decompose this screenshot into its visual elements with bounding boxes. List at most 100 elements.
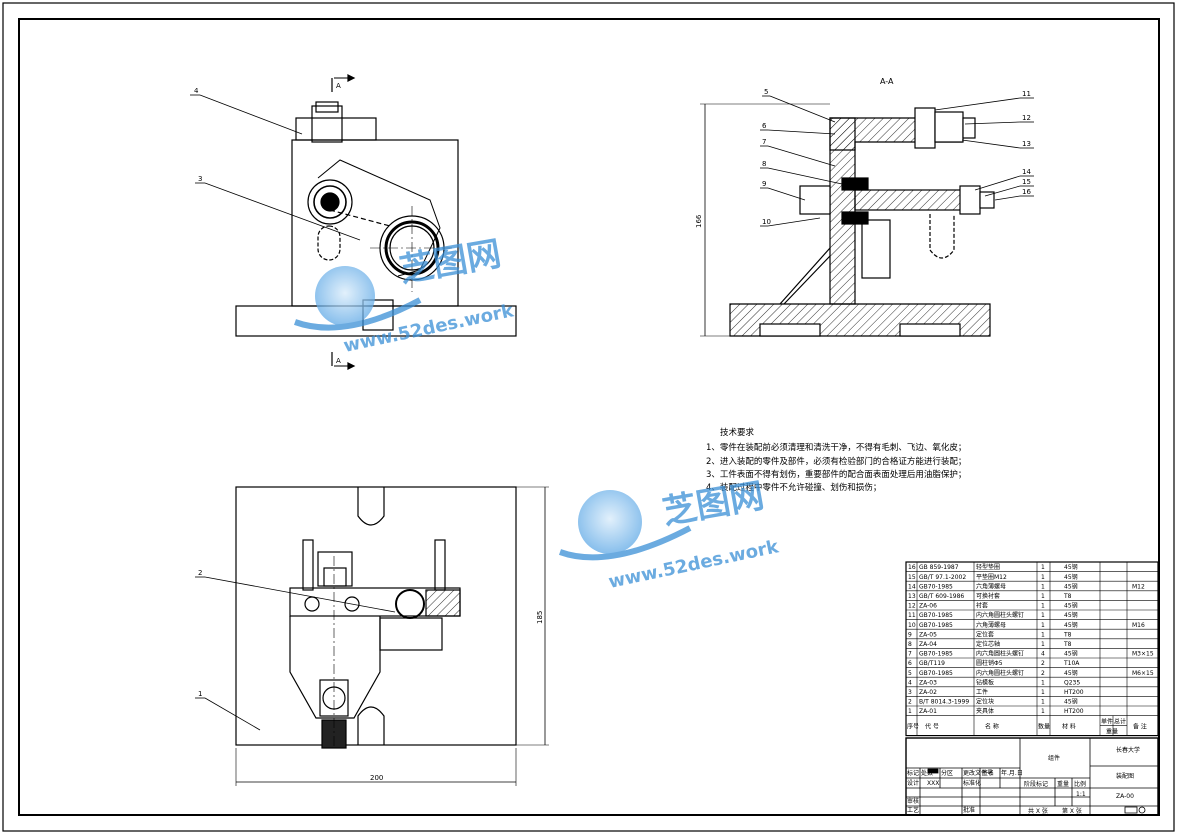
leader-2 [204, 576, 396, 613]
bom-row-no: 6 [908, 660, 912, 667]
bom-header-no: 序号 [907, 723, 919, 731]
bom-row-code: GB70-1985 [919, 583, 953, 590]
bom-row-qty: 1 [1041, 574, 1045, 581]
bom-row-material: 45钢 [1064, 669, 1078, 677]
bom-row-name: 夹具体 [976, 707, 994, 715]
tb-ratio: 比例 [1074, 780, 1086, 788]
bom-row-code: GB/T 609-1986 [919, 593, 964, 600]
bom-row-material: 45钢 [1064, 698, 1078, 706]
bom-row-code: GB70-1985 [919, 622, 953, 629]
bom-row-code: ZA-04 [919, 641, 937, 648]
bom-row-code: GB/T119 [919, 660, 945, 667]
callout-6: 6 [762, 122, 767, 130]
bom-row-qty: 1 [1041, 689, 1045, 696]
bom-header-single: 单件 [1101, 718, 1113, 726]
tb-weight: 重量 [1057, 780, 1069, 788]
bom-row-qty: 1 [1041, 603, 1045, 610]
section-view [700, 103, 995, 337]
bom-row-material: T8 [1063, 593, 1072, 600]
bom-row-note: M6×15 [1132, 670, 1154, 677]
bom-row-note: M12 [1132, 583, 1145, 590]
callout-3: 3 [198, 175, 202, 183]
bom-row-name: 可换衬套 [976, 592, 1000, 600]
bom-row-material: T8 [1063, 631, 1072, 638]
dim-200: 200 [370, 774, 383, 782]
bom-row-no: 2 [908, 699, 912, 706]
bom-row-material: 45钢 [1064, 602, 1078, 610]
bom-header-material: 材 料 [1062, 723, 1076, 731]
bom-row-name: 内六角圆柱头螺钉 [976, 650, 1024, 658]
callout-12: 12 [1022, 114, 1031, 122]
bom-row-name: 钻模板 [976, 678, 994, 686]
bom-header-code: 代 号 [925, 723, 939, 731]
tb-signature: 签名 [982, 769, 994, 777]
bom-row-name: 定位块 [976, 698, 994, 706]
bom-row-qty: 1 [1041, 593, 1045, 600]
dim-166: 166 [695, 214, 703, 228]
tb-standardize: 标准化 [963, 779, 981, 787]
tech-req-line-4: 4、装配过程中零件不允许碰撞、划伤和损伤； [706, 482, 881, 493]
bom-row-qty: 1 [1041, 641, 1045, 648]
bom-row-material: T8 [1063, 641, 1072, 648]
bom-row-no: 5 [908, 670, 912, 677]
bom-row-note: M3×15 [1132, 651, 1154, 658]
callout-8: 8 [762, 160, 766, 168]
section-mark-bottom: A [336, 357, 341, 365]
callout-16: 16 [1022, 188, 1031, 196]
bom-row-material: Q235 [1064, 679, 1080, 686]
bom-row-material: T10A [1063, 660, 1080, 667]
bom-row-qty: 2 [1041, 660, 1045, 667]
leader-4 [199, 94, 303, 135]
callout-9: 9 [762, 180, 766, 188]
svg-text:芝图网: 芝图网 [397, 234, 504, 291]
leader-3 [204, 182, 361, 241]
watermark-logo-top: 芝图网 www.52des.work [293, 234, 516, 357]
bom-row-qty: 2 [1041, 670, 1045, 677]
bom-row-no: 11 [908, 612, 916, 619]
bom-row-material: 45钢 [1064, 611, 1078, 619]
section-mark-top: A [336, 82, 341, 90]
bom-row-qty: 1 [1041, 708, 1045, 715]
inner-border [18, 18, 1160, 816]
bom-row-qty: 1 [1041, 699, 1045, 706]
bom-row-no: 12 [908, 603, 916, 610]
tb-change-doc: 更改文件号 [963, 769, 993, 777]
bom-row-material: 45钢 [1064, 621, 1078, 629]
tb-design-name: XXX [927, 780, 939, 787]
bom-header-note: 备 注 [1133, 723, 1147, 731]
top-view [235, 486, 549, 786]
tb-school: 长春大学 [1116, 746, 1140, 754]
bom-row-code: ZA-05 [919, 631, 937, 638]
tb-design: 设计 [907, 779, 919, 787]
tb-mark: 标记 [907, 769, 919, 777]
bom-header-total: 总计 [1114, 718, 1126, 726]
bom-row-material: HT200 [1064, 708, 1084, 715]
callout-14: 14 [1022, 168, 1031, 176]
bom-row-no: 8 [908, 641, 912, 648]
bom-row-name: 圆柱销Φ5 [976, 659, 1003, 667]
tb-drawing-name: 装配图 [1116, 772, 1134, 780]
bom-row-name: 工件 [976, 688, 988, 696]
tech-req-title: 技术要求 [720, 427, 755, 438]
tb-drawing-no: ZA-00 [1116, 793, 1134, 800]
tech-req-line-2: 2、进入装配的零件及部件，必须有检验部门的合格证方能进行装配； [706, 456, 966, 467]
bom-row-no: 4 [908, 679, 912, 686]
bom-row-code: GB70-1985 [919, 612, 953, 619]
callout-5: 5 [764, 88, 768, 96]
bom-row-no: 16 [908, 564, 916, 571]
bom-row-no: 9 [908, 631, 912, 638]
tb-date: 年.月.日 [1001, 769, 1023, 777]
callout-15: 15 [1022, 178, 1031, 186]
bom-row-note: M16 [1132, 622, 1145, 629]
bom-row-no: 10 [908, 622, 916, 629]
tb-stage-mark: 阶段标记 [1024, 780, 1048, 788]
bom-row-qty: 1 [1041, 631, 1045, 638]
bom-row-qty: 1 [1041, 564, 1045, 571]
bom-row-name: 衬套 [976, 602, 988, 610]
tech-req-line-3: 3、工件表面不得有划伤，重要部件的配合面表面处理后用油脂保护； [706, 469, 966, 480]
tb-scale: 1:1 [1076, 791, 1086, 798]
bom-row-name: 定位套 [976, 630, 994, 638]
bom-row-material: 45钢 [1064, 582, 1078, 590]
